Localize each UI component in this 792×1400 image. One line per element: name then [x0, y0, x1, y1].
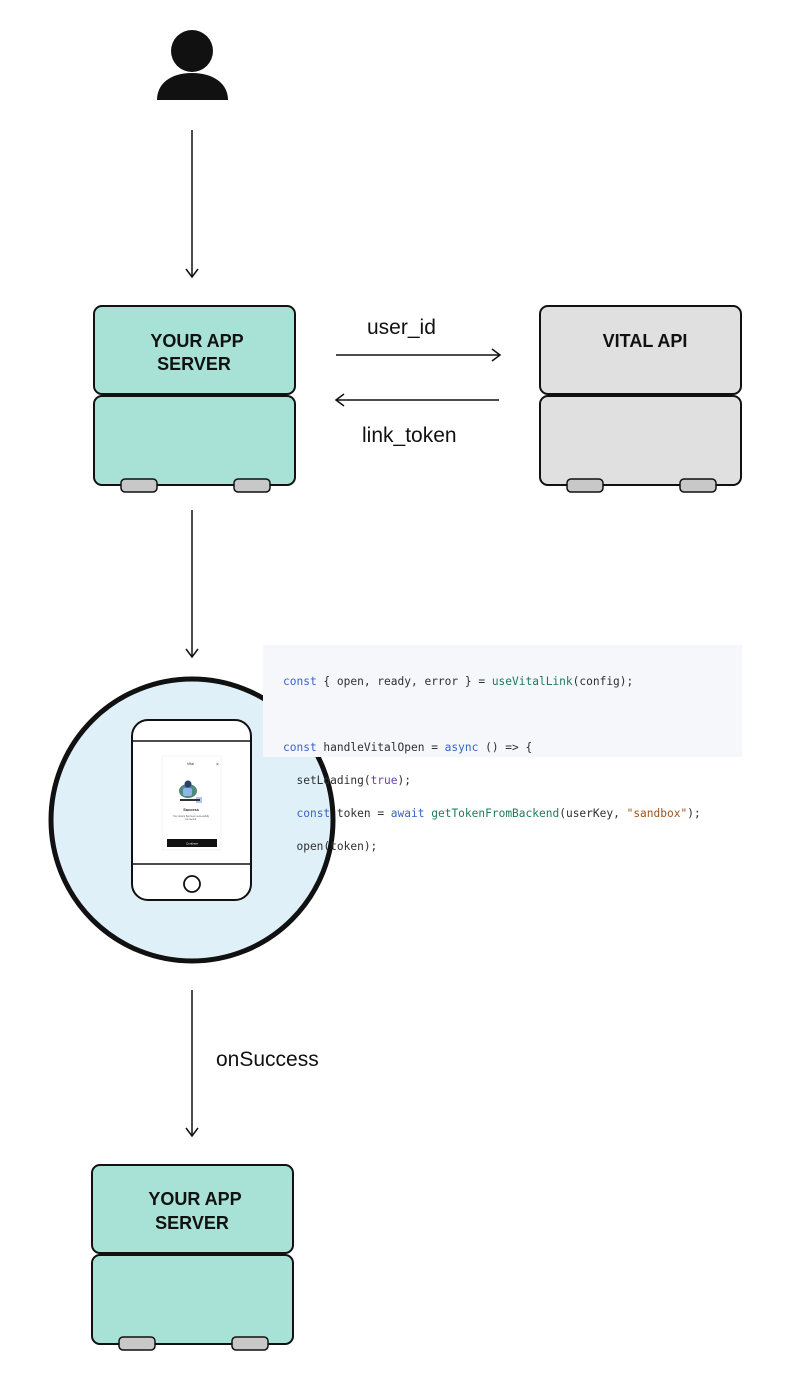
code-token: ); [397, 773, 411, 787]
arrow-user-to-server [185, 130, 199, 279]
phone-screen: Vital × Success Your device has been suc… [161, 755, 222, 851]
server-foot-right [679, 478, 717, 493]
code-line-5: const token = await getTokenFromBackend(… [283, 806, 722, 823]
app-server-bottom-title-line1: YOUR APP [148, 1189, 241, 1209]
code-token: "sandbox" [626, 806, 688, 820]
code-line-3: const handleVitalOpen = async () => { [283, 740, 722, 757]
server-foot-right [233, 478, 271, 493]
arrow-user-id-request [336, 348, 502, 362]
phone-continue-button[interactable]: Continue [167, 839, 217, 847]
code-token: ); [687, 806, 701, 820]
code-line-4: setLoading(true); [283, 773, 722, 790]
code-token: () => { [478, 740, 533, 754]
vital-api-server: VITAL API [539, 305, 742, 493]
on-success-label: onSuccess [216, 1048, 319, 1071]
vital-api-title: VITAL API [603, 331, 688, 351]
arrow-phone-to-server [185, 990, 199, 1138]
app-server-bottom-title-line2: SERVER [155, 1213, 229, 1233]
code-token: handleVitalOpen = [316, 740, 445, 754]
code-token: const [283, 674, 317, 688]
code-line-6: open(token); [283, 839, 722, 856]
arrow-server-to-phone [185, 510, 199, 659]
code-token: (userKey, [559, 806, 627, 820]
user-icon [157, 30, 228, 100]
server-foot-left [566, 478, 604, 493]
success-illustration [179, 780, 202, 803]
phone-continue-label: Continue [186, 842, 198, 846]
server-foot-left [118, 1336, 156, 1351]
code-token: { open, ready, error } = [316, 674, 492, 688]
app-server-top: YOUR APP SERVER [93, 305, 296, 493]
code-token: const [296, 806, 331, 820]
code-snippet: const { open, ready, error } = useVitalL… [263, 645, 742, 853]
app-server-bottom: YOUR APP SERVER [91, 1164, 294, 1351]
phone-home-button [183, 875, 201, 893]
code-token: true [370, 773, 398, 787]
code-line-2 [283, 707, 722, 724]
code-token: getTokenFromBackend [431, 806, 560, 820]
server-foot-left [120, 478, 158, 493]
code-token: async [444, 740, 479, 754]
smartphone-icon: Vital × Success Your device has been suc… [131, 719, 252, 901]
code-token: await [390, 806, 425, 820]
app-server-top-title-line1: YOUR APP [150, 331, 243, 351]
phone-success-text-line2: connected. [185, 818, 197, 821]
app-server-top-title-line2: SERVER [157, 354, 231, 374]
code-token: open(token); [283, 839, 378, 853]
arrow-link-token-response [334, 393, 499, 407]
link-token-label: link_token [362, 424, 457, 447]
phone-close-icon: × [216, 762, 219, 768]
code-line-1: const { open, ready, error } = useVitalL… [283, 674, 722, 691]
phone-success-text-line1: Your device has been successfully [173, 815, 210, 818]
code-token: setLoading( [283, 773, 371, 787]
code-token: token = [330, 806, 391, 820]
code-token: useVitalLink [491, 674, 573, 688]
user-id-label: user_id [367, 316, 436, 339]
server-foot-right [231, 1336, 269, 1351]
phone-brand: Vital [187, 762, 194, 766]
phone-success-heading: Success [183, 808, 198, 812]
code-token: (config); [572, 674, 634, 688]
code-token [283, 807, 296, 820]
code-token: const [283, 740, 317, 754]
